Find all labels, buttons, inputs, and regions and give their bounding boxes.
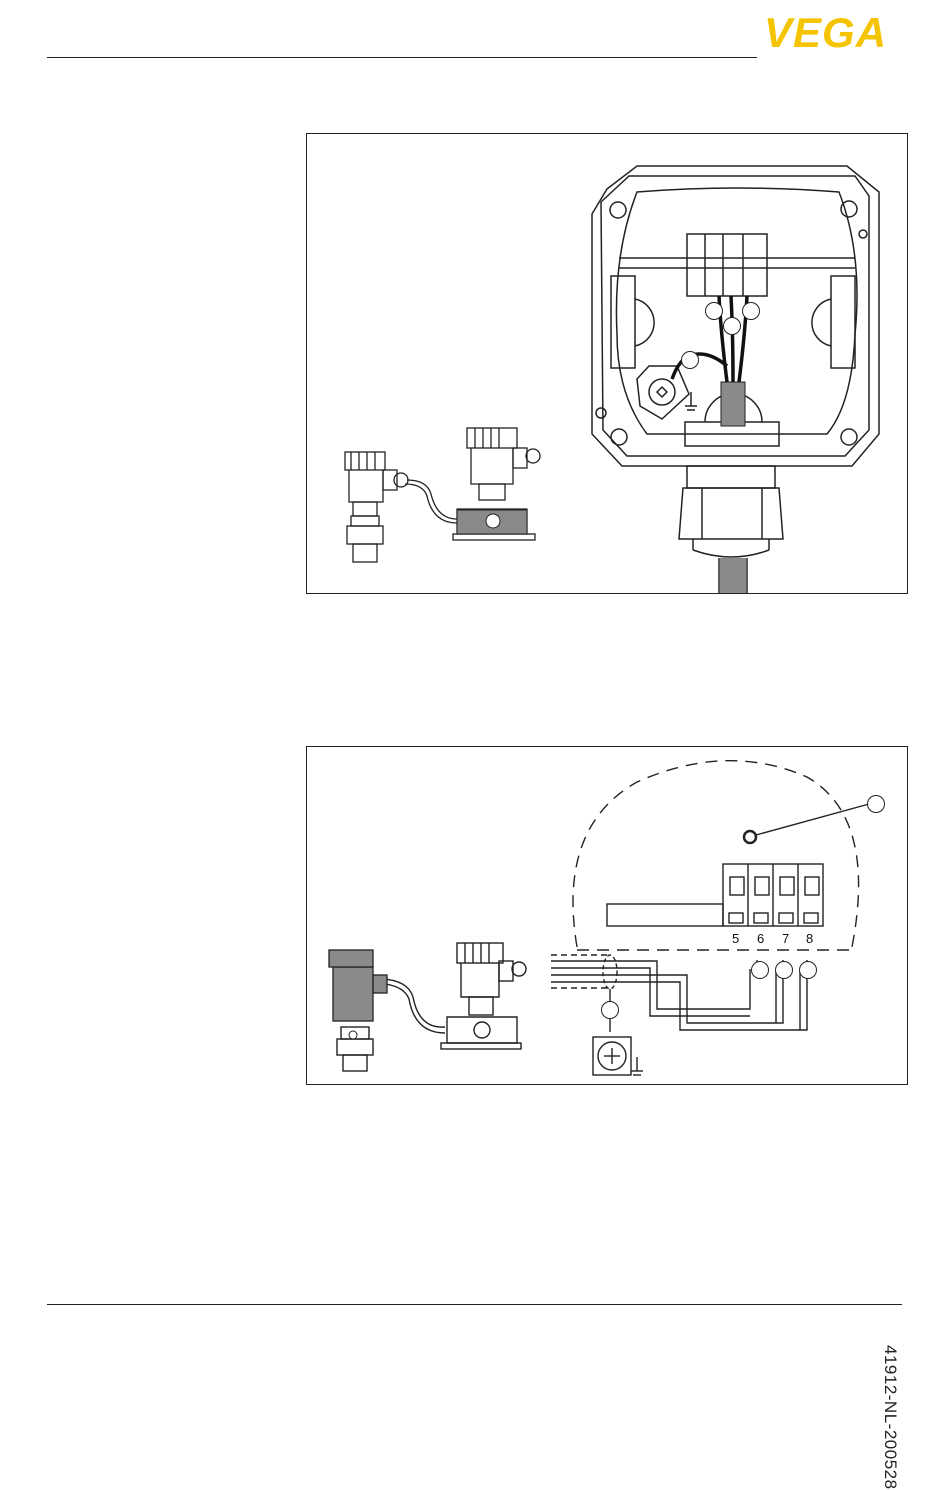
callout-circle: [742, 302, 760, 320]
wiring-schematic-drawing: [307, 747, 907, 1084]
terminal-label-8: 8: [806, 931, 813, 946]
figure-housing-wiring: [306, 133, 908, 594]
callout-circle: [705, 302, 723, 320]
header-rule: [47, 57, 757, 58]
callout-circle: [723, 317, 741, 335]
terminal-label-7: 7: [782, 931, 789, 946]
terminal-label-6: 6: [757, 931, 764, 946]
figure-wiring-schematic: 5 6 7 8: [306, 746, 908, 1085]
housing-wiring-drawing: [307, 134, 907, 593]
document-number: 41912-NL-200528: [880, 1345, 900, 1490]
callout-circle: [681, 351, 699, 369]
callout-circle: [867, 795, 885, 813]
logo-text: VEGA: [764, 14, 887, 50]
footer-rule: [47, 1304, 902, 1305]
callout-circle: [601, 1001, 619, 1019]
callout-circle: [799, 961, 817, 979]
callout-circle: [751, 961, 769, 979]
terminal-label-5: 5: [732, 931, 739, 946]
vega-logo: VEGA: [764, 14, 904, 50]
callout-circle: [775, 961, 793, 979]
